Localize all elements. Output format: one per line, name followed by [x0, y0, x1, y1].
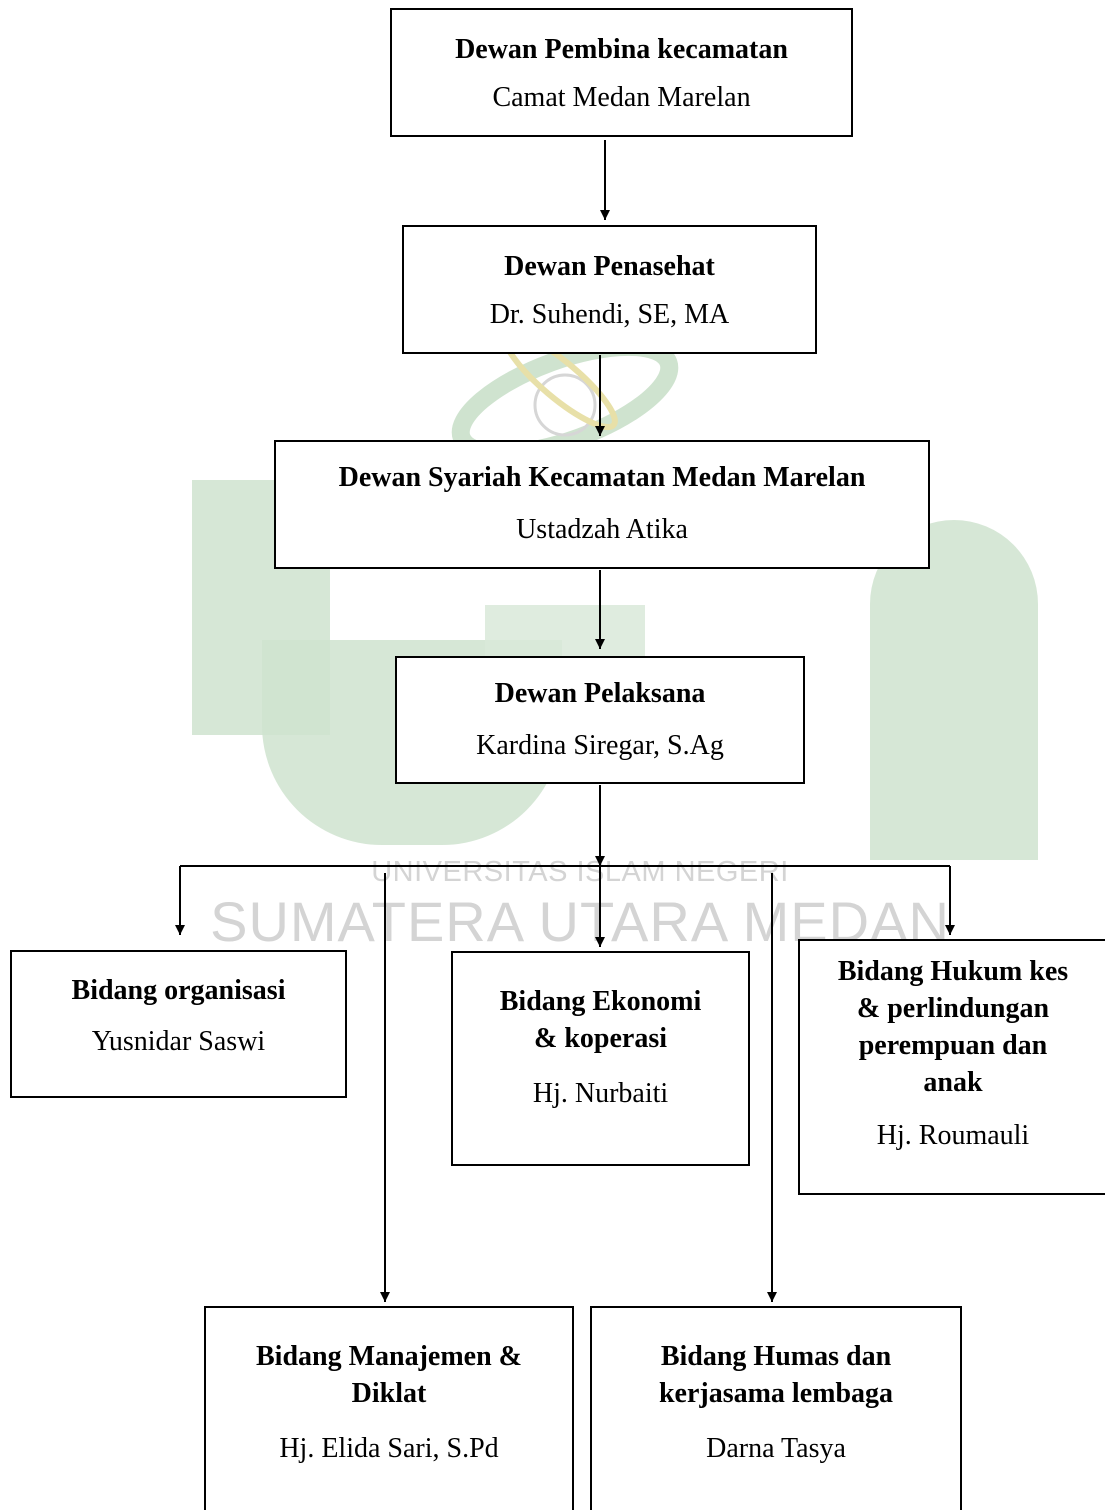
node-person: Ustadzah Atika: [516, 514, 688, 545]
node-title: Dewan Pelaksana: [494, 678, 706, 709]
node-person: Darna Tasya: [706, 1433, 846, 1464]
node-title: Dewan Syariah Kecamatan Medan Marelan: [338, 462, 866, 493]
node-title-line2: Diklat: [351, 1378, 427, 1409]
watermark-logo-right-bar: [870, 520, 1038, 860]
node-bidang-organisasi: Bidang organisasi Yusnidar Saswi: [10, 950, 347, 1098]
node-dewan-pelaksana: Dewan Pelaksana Kardina Siregar, S.Ag: [395, 656, 805, 784]
node-title: Dewan Pembina kecamatan: [455, 34, 788, 65]
node-bidang-hukum: Bidang Hukum kes & perlindungan perempua…: [798, 939, 1105, 1195]
node-person: Kardina Siregar, S.Ag: [476, 730, 724, 761]
node-title-line2: kerjasama lembaga: [658, 1378, 894, 1409]
node-person: Camat Medan Marelan: [492, 82, 751, 113]
node-title-line1: Bidang Hukum kes: [837, 956, 1069, 987]
node-bidang-humas: Bidang Humas dan kerjasama lembaga Darna…: [590, 1306, 962, 1510]
node-dewan-penasehat: Dewan Penasehat Dr. Suhendi, SE, MA: [402, 225, 817, 354]
node-dewan-syariah: Dewan Syariah Kecamatan Medan Marelan Us…: [274, 440, 930, 569]
node-title-line2: & koperasi: [534, 1023, 667, 1054]
node-dewan-pembina: Dewan Pembina kecamatan Camat Medan Mare…: [390, 8, 853, 137]
watermark-text-university: UNIVERSITAS ISLAM NEGERI: [371, 856, 789, 888]
node-title-line1: Bidang Humas dan: [660, 1341, 892, 1372]
node-title-line2: & perlindungan: [856, 993, 1050, 1024]
node-person: Hj. Nurbaiti: [532, 1078, 669, 1109]
node-person: Hj. Elida Sari, S.Pd: [279, 1433, 499, 1464]
node-person: Dr. Suhendi, SE, MA: [489, 299, 730, 330]
node-title-line1: Bidang Manajemen &: [256, 1341, 522, 1372]
node-title-line3: perempuan dan: [858, 1030, 1048, 1061]
node-title-line1: Bidang Ekonomi: [499, 986, 702, 1017]
node-title: Bidang organisasi: [71, 975, 286, 1006]
node-title: Dewan Penasehat: [504, 251, 715, 282]
node-person: Yusnidar Saswi: [91, 1026, 266, 1057]
node-person: Hj. Roumauli: [876, 1120, 1030, 1151]
node-title-line4: anak: [923, 1067, 983, 1098]
node-bidang-manajemen: Bidang Manajemen & Diklat Hj. Elida Sari…: [204, 1306, 574, 1510]
node-bidang-ekonomi: Bidang Ekonomi & koperasi Hj. Nurbaiti: [451, 951, 750, 1166]
